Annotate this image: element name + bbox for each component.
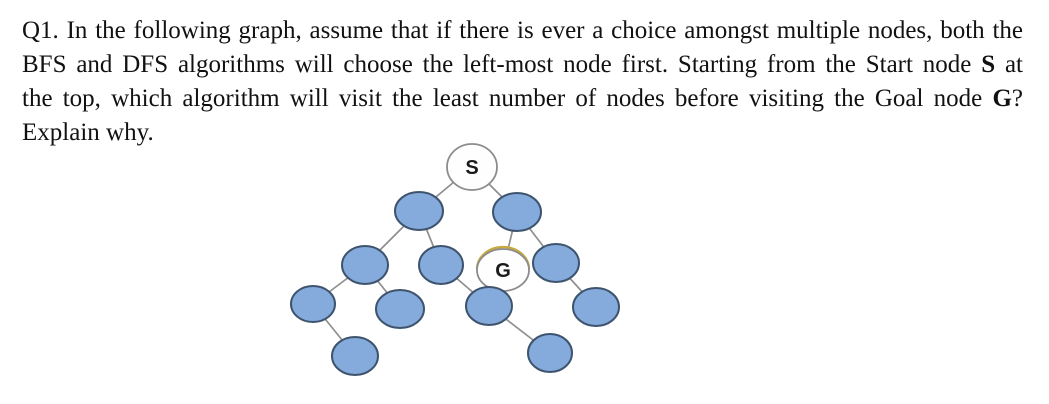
question-line-1: Q1. In the following graph, assume that … — [22, 14, 1023, 48]
graph-node-K — [331, 336, 379, 376]
graph-node-I — [465, 286, 513, 326]
graph-node-L — [527, 333, 573, 373]
question-text: Q1. In the following graph, assume that … — [22, 14, 1023, 150]
graph-node-J — [572, 287, 620, 327]
question-line-1-text: Q1. In the following graph, assume that … — [22, 17, 1023, 44]
question-line-3: the top, which algorithm will visit the … — [22, 82, 1023, 116]
graph-node-C — [341, 245, 389, 285]
graph-node-B — [492, 192, 542, 232]
graph-node-D — [418, 245, 464, 285]
question-line-4-text: Explain why. — [22, 119, 154, 146]
graph-node-label-G: G — [495, 260, 511, 282]
graph-node-label-S: S — [465, 157, 478, 179]
question-line-4: Explain why. — [22, 116, 1023, 150]
question-line-3-text: the top, which algorithm will visit the … — [22, 85, 993, 112]
start-node-reference: S — [981, 51, 996, 78]
graph-node-A — [394, 191, 444, 231]
question-line-2: BFS and DFS algorithms will choose the l… — [22, 48, 1023, 82]
question-line-2-tail: at — [995, 51, 1023, 78]
graph-node-E — [532, 243, 580, 283]
graph-node-S — [446, 143, 498, 191]
graph-node-H — [375, 289, 425, 329]
question-line-2-text: BFS and DFS algorithms will choose the l… — [22, 51, 982, 78]
question-line-3-tail: ? — [1011, 85, 1023, 112]
goal-node-reference: G — [992, 85, 1012, 112]
graph-node-F — [290, 285, 336, 323]
